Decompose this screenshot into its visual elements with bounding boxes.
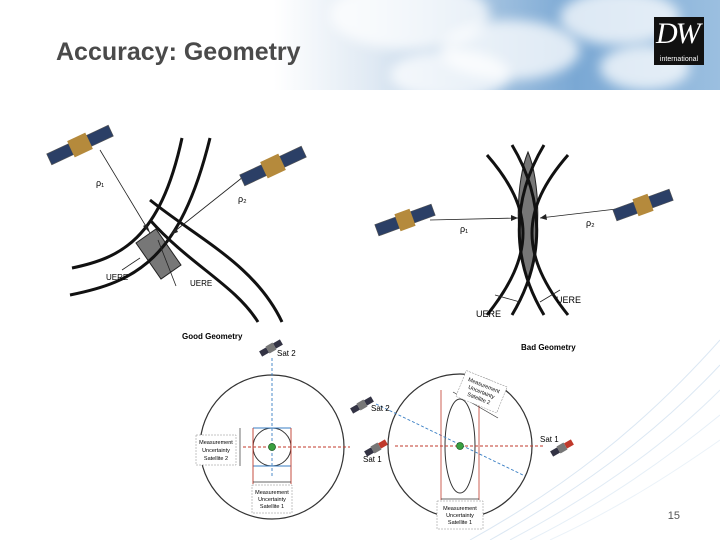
rho-2-label: ρ₂ — [586, 218, 595, 228]
range-arc-1-inner — [510, 144, 539, 316]
satellite-icon — [46, 124, 114, 166]
satellite-icon — [612, 188, 674, 222]
logo-mark: DW — [656, 17, 701, 50]
uere-bottom-label: UERE — [190, 279, 212, 288]
range-arc-1-inner — [71, 137, 184, 270]
geometry-diagram: ρ₁ ρ₂ UERE UERE — [46, 124, 720, 540]
good-geometry-panel: Good Geometry Sat 2 Sat 1 — [182, 332, 388, 520]
uere-left-label: UERE — [476, 309, 501, 319]
uncertainty-line: Measurement — [199, 440, 233, 446]
logo-subtitle: international — [659, 56, 699, 63]
satellite-icon — [239, 145, 307, 187]
rho-2-label: ρ₂ — [238, 194, 247, 204]
decorative-swoosh — [469, 339, 720, 540]
uncertainty-line: Measurement — [443, 506, 477, 512]
uncertainty-label-bottom: Measurement Uncertainty Satellite 1 — [436, 500, 484, 530]
range-arc-2-inner — [148, 219, 260, 323]
rho-1-label: ρ₁ — [460, 224, 468, 234]
good-geometry-caption: Good Geometry — [182, 332, 243, 341]
rho-1-label: ρ₁ — [96, 178, 104, 188]
satellite-icon — [350, 396, 374, 414]
slide-title: Accuracy: Geometry — [56, 38, 301, 66]
sat-1-label: Sat 1 — [363, 455, 382, 464]
uncertainty-line: Satellite 1 — [260, 504, 284, 510]
uncertainty-line: Satellite 2 — [204, 456, 228, 462]
uncertainty-label-horizontal: Measurement Uncertainty Satellite 1 — [251, 484, 293, 514]
slide-header: Accuracy: Geometry DW international — [0, 0, 720, 90]
range-arc-1-outer — [69, 137, 212, 297]
uncertainty-line: Uncertainty — [202, 448, 230, 454]
uncertainty-label-vertical: Measurement Uncertainty Satellite 2 — [195, 434, 237, 466]
satellite-icon — [364, 439, 388, 457]
bad-geometry-caption: Bad Geometry — [521, 343, 576, 352]
sat-2-label: Sat 2 — [277, 349, 296, 358]
uncertainty-line: Measurement — [255, 490, 289, 496]
bad-geometry-panel: Bad Geometry Sat 2 Sat 1 — [350, 343, 576, 530]
satellite-icon — [550, 439, 574, 457]
range-arc-2-inner — [517, 144, 546, 316]
uere-right-label: UERE — [556, 295, 581, 305]
company-logo: DW international — [654, 17, 704, 65]
uncertainty-line: Uncertainty — [446, 513, 474, 519]
bad-geometry-arcs: ρ₁ ρ₂ UERE UERE — [374, 144, 674, 319]
sat-1-label: Sat 1 — [540, 435, 559, 444]
range-arc-1-outer — [485, 154, 525, 316]
satellite-icon — [259, 339, 283, 357]
uncertainty-line: Uncertainty — [258, 497, 286, 503]
page-number: 15 — [667, 510, 680, 522]
uere-left-label: UERE — [106, 273, 128, 282]
uncertainty-line: Satellite 1 — [448, 520, 472, 526]
good-geometry-arcs: ρ₁ ρ₂ UERE UERE — [46, 124, 307, 323]
uncertainty-label-top: Measurement Uncertainty Satellite 2 — [455, 370, 508, 414]
sat-2-label: Sat 2 — [371, 404, 390, 413]
geometry-figure: ρ₁ ρ₂ UERE UERE — [0, 90, 720, 540]
range-arc-2-outer — [149, 198, 284, 323]
satellite-icon — [374, 203, 436, 237]
